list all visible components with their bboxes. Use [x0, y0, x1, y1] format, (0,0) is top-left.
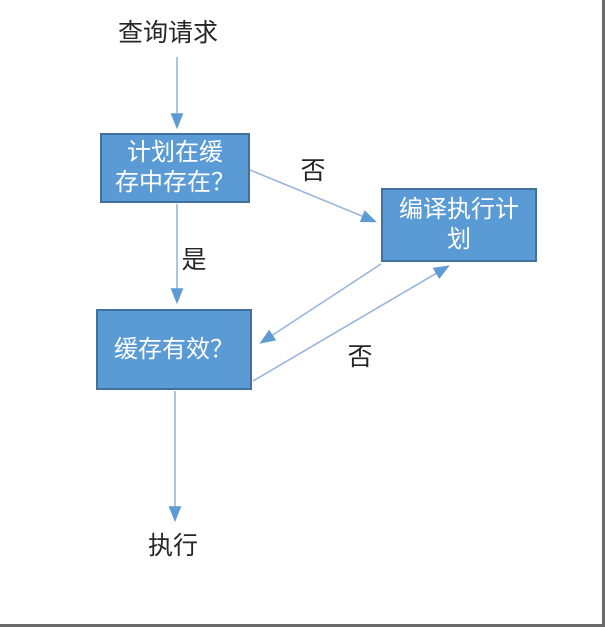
edge-compile-to-cachevalid-arrow [259, 263, 382, 344]
node-cache-valid: 缓存有效？ [96, 309, 252, 390]
node-compile-plan: 编译执行计 划 [381, 188, 537, 262]
end-label: 执行 [147, 533, 199, 560]
edge-label-no-bottom: 否 [347, 344, 373, 371]
start-label: 查询请求 [117, 20, 219, 47]
node-plan-in-cache: 计划在缓 存中存在？ [100, 133, 250, 203]
edge-label-no-top: 否 [300, 158, 326, 185]
edge-label-yes: 是 [181, 247, 207, 274]
